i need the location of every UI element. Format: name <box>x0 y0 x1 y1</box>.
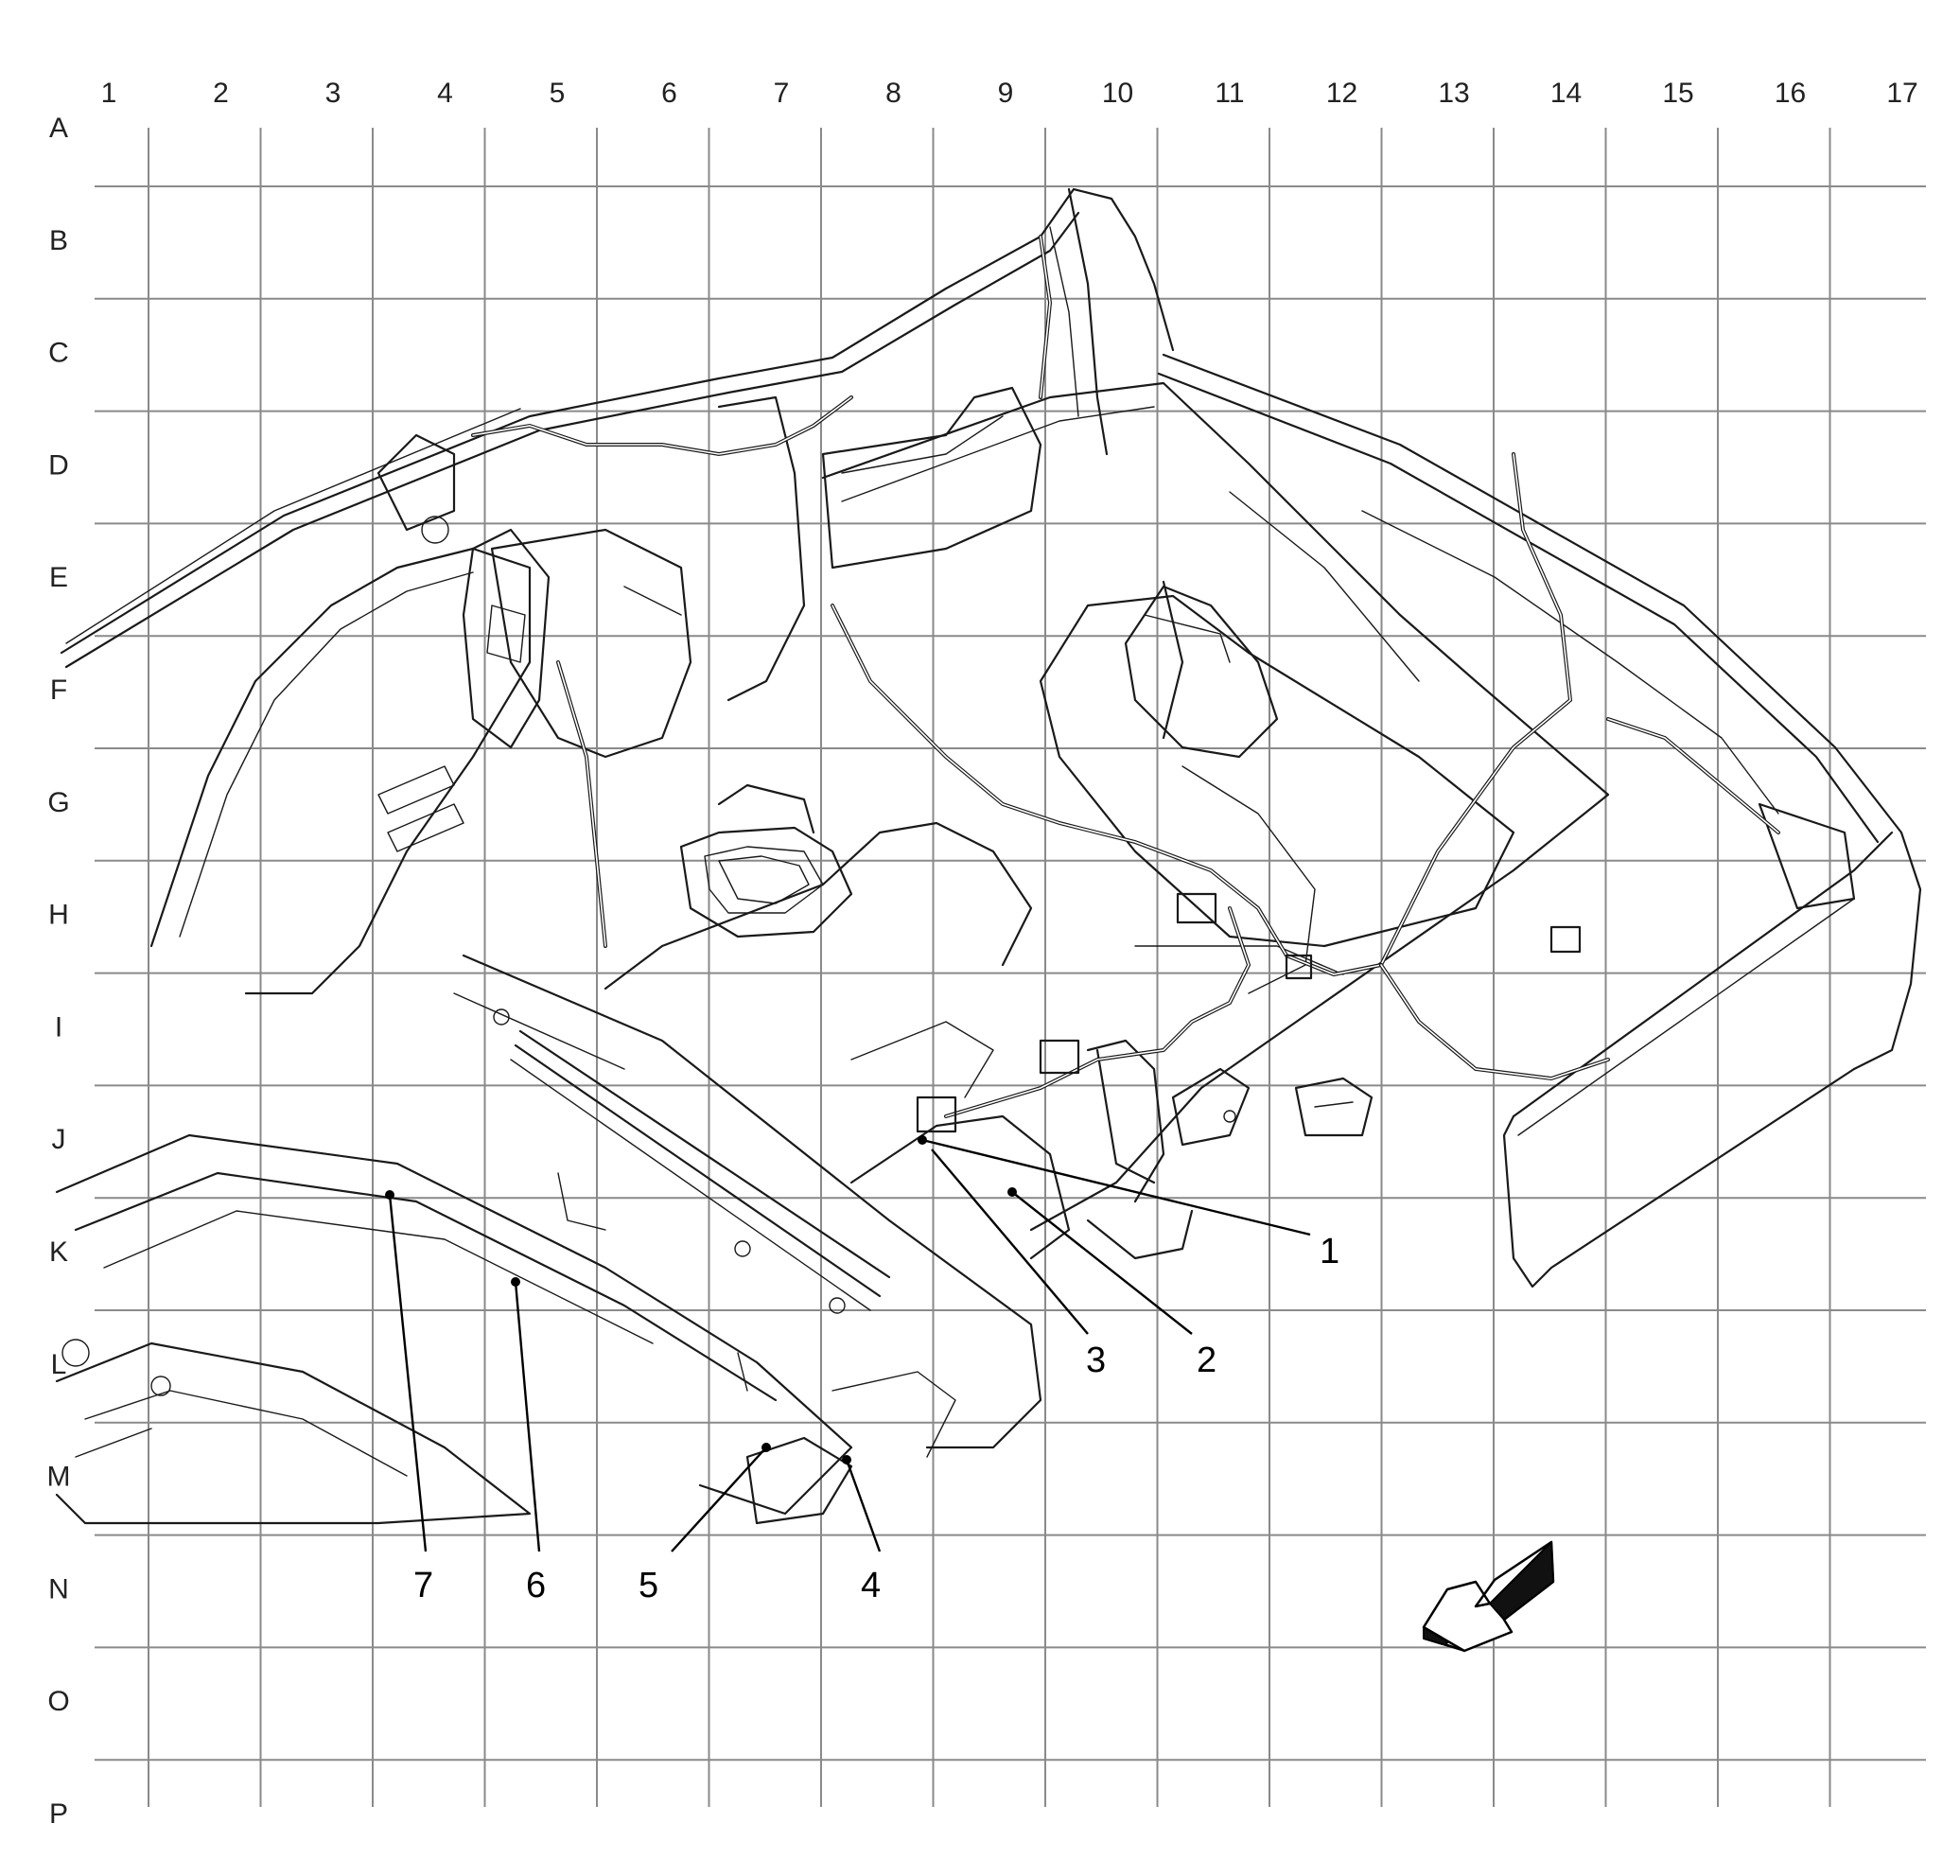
grid-column-label: 7 <box>774 78 790 109</box>
callout-4: 4 <box>861 1566 881 1605</box>
grid-row-labels: A B C D E F G H I J K L M N O P <box>47 113 71 1830</box>
grid-row-label: L <box>51 1349 67 1380</box>
grid-row-label: A <box>49 113 68 144</box>
grid-column-label: 5 <box>550 78 566 109</box>
grid-column-label: 1 <box>101 78 117 109</box>
leader-6 <box>514 1281 541 1552</box>
callout-1: 1 <box>1320 1232 1339 1271</box>
grid-column-label: 17 <box>1886 78 1917 109</box>
grid-row-label: J <box>52 1124 66 1155</box>
grid-row-label: I <box>55 1011 62 1043</box>
grid-column-label: 14 <box>1550 78 1582 109</box>
grid-column-label: 10 <box>1102 78 1133 109</box>
grid-column-label: 9 <box>998 78 1014 109</box>
leader-2 <box>1011 1191 1193 1335</box>
grid-row-label: M <box>47 1462 71 1493</box>
callout-2: 2 <box>1197 1341 1216 1380</box>
grid-column-label: 8 <box>885 78 901 109</box>
grid-row-label: O <box>47 1686 69 1717</box>
leader-3 <box>931 1148 1089 1335</box>
callout-3: 3 <box>1086 1341 1106 1380</box>
callout-leaders <box>385 1135 1311 1552</box>
grid-row-label: D <box>48 449 69 481</box>
callout-7: 7 <box>413 1566 433 1605</box>
grid-row-label: C <box>48 338 69 369</box>
leader-1 <box>921 1138 1311 1236</box>
grid-column-label: 2 <box>213 78 229 109</box>
grid-row-label: H <box>48 900 69 931</box>
grid-row-label: F <box>50 675 67 706</box>
leader-4 <box>845 1459 882 1552</box>
wiring-harness <box>471 235 1780 1133</box>
grid-column-label: 13 <box>1438 78 1469 109</box>
grid-row-label: K <box>49 1236 68 1268</box>
callout-labels: 1 2 3 4 5 6 7 <box>413 1232 1339 1605</box>
leader-7 <box>388 1194 428 1552</box>
grid-row-label: N <box>48 1573 69 1604</box>
grid-lines <box>95 128 1926 1807</box>
callout-6: 6 <box>526 1566 546 1605</box>
vehicle-underbody-drawing <box>55 187 1922 1525</box>
grid-column-label: 15 <box>1662 78 1693 109</box>
grid-row-label: B <box>49 225 68 256</box>
grid-column-label: 11 <box>1215 78 1244 109</box>
callout-5: 5 <box>639 1566 658 1605</box>
grid-column-label: 16 <box>1775 78 1806 109</box>
leader-5 <box>671 1446 767 1552</box>
grid-column-label: 3 <box>325 78 341 109</box>
grid-row-label: E <box>49 562 68 593</box>
front-direction-arrow-icon <box>1422 1540 1555 1653</box>
grid-row-label: P <box>49 1798 68 1830</box>
grid-column-label: 6 <box>661 78 677 109</box>
grid-row-label: G <box>47 787 69 818</box>
grid-column-label: 12 <box>1326 78 1357 109</box>
grid-column-label: 4 <box>437 78 453 109</box>
